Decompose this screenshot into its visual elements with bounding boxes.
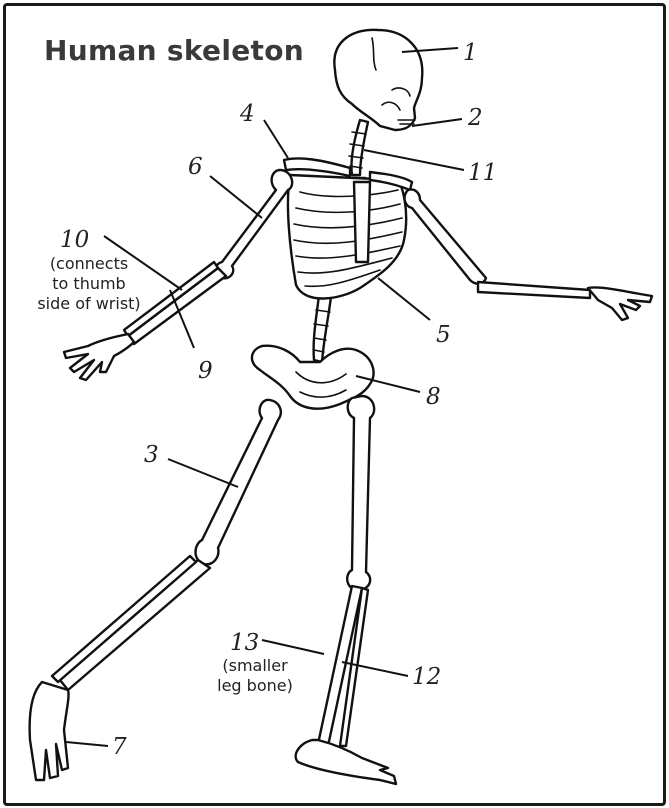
label-13-note: (smaller leg bone) bbox=[200, 656, 310, 696]
label-4: 4 bbox=[239, 101, 255, 127]
label-1: 1 bbox=[463, 40, 478, 66]
label-7: 7 bbox=[112, 734, 127, 760]
label-13-note-line2: leg bone) bbox=[200, 676, 310, 696]
label-2: 2 bbox=[467, 105, 483, 131]
label-5: 5 bbox=[436, 322, 451, 348]
label-6: 6 bbox=[188, 154, 203, 180]
rib-cage bbox=[288, 175, 406, 299]
label-11: 11 bbox=[468, 160, 497, 186]
label-9: 9 bbox=[198, 358, 213, 384]
label-10-note: (connects to thumb side of wrist) bbox=[14, 254, 164, 314]
right-leg bbox=[296, 396, 396, 784]
label-3: 3 bbox=[144, 442, 159, 468]
label-10-note-line3: side of wrist) bbox=[14, 294, 164, 314]
right-arm bbox=[405, 189, 652, 320]
label-10: 10 bbox=[60, 227, 89, 253]
label-10-note-line1: (connects bbox=[14, 254, 164, 274]
label-8: 8 bbox=[426, 384, 441, 410]
label-10-note-line2: to thumb bbox=[14, 274, 164, 294]
label-12: 12 bbox=[412, 664, 441, 690]
label-13: 13 bbox=[230, 630, 259, 656]
label-13-note-line1: (smaller bbox=[200, 656, 310, 676]
skull bbox=[334, 30, 422, 130]
